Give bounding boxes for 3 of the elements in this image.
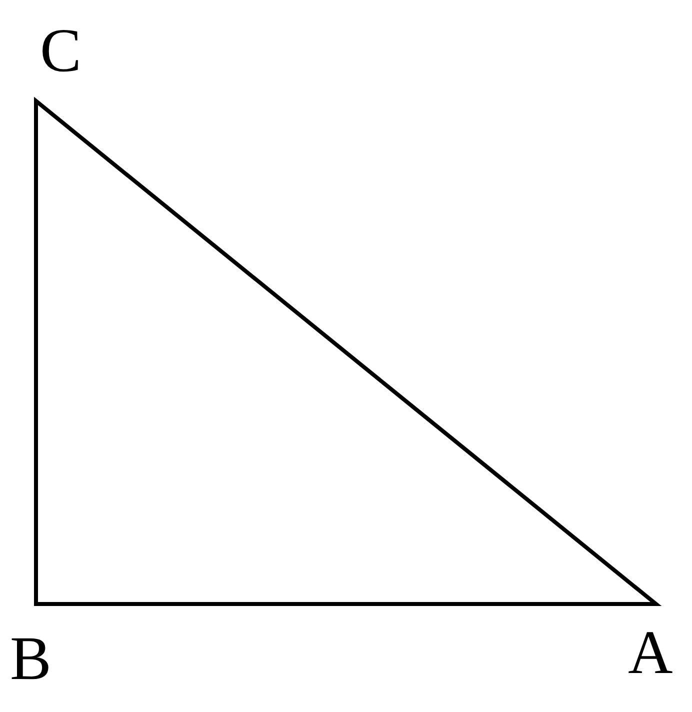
vertex-label: C [40, 20, 82, 82]
vertex-label: B [10, 628, 52, 690]
vertex-label: A [628, 622, 673, 684]
